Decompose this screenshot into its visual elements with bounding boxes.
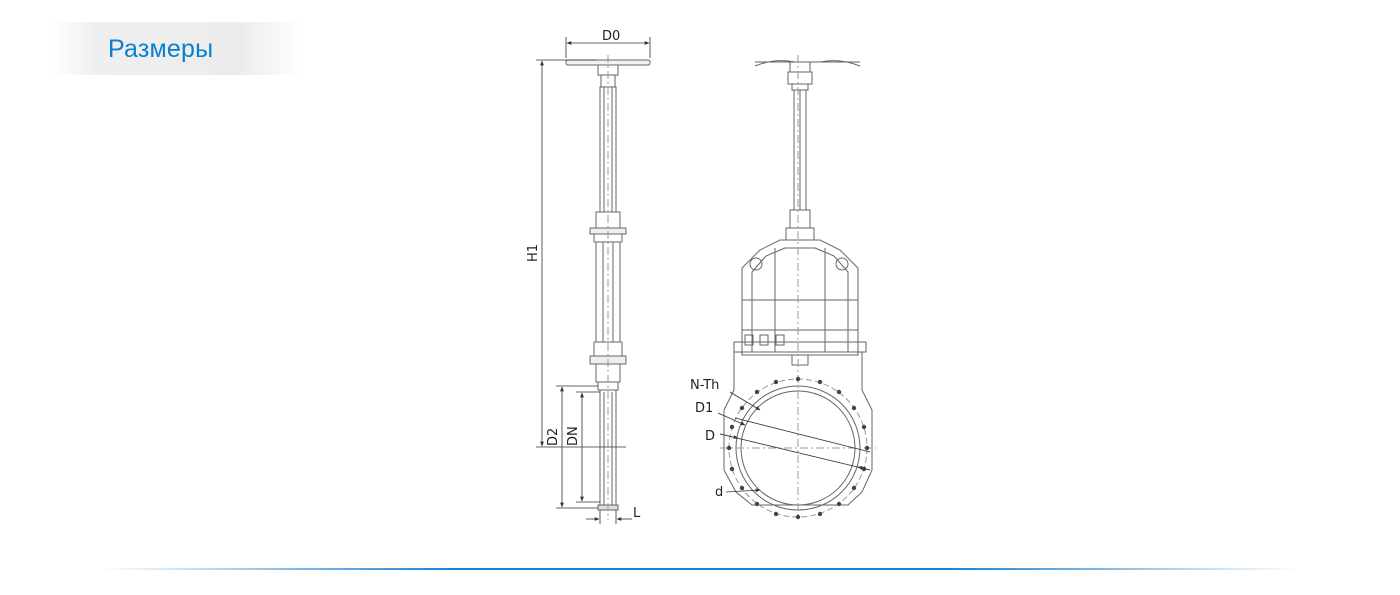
- label-d: D: [705, 429, 715, 444]
- bottom-divider: [100, 568, 1300, 570]
- bolt-holes: [726, 376, 870, 520]
- label-l: L: [633, 506, 641, 521]
- front-view-dimensions: [717, 391, 871, 493]
- label-d0: D0: [602, 29, 620, 44]
- label-dn: DN: [566, 426, 581, 446]
- label-nth: N-Th: [690, 378, 719, 393]
- label-small-d: d: [715, 485, 723, 500]
- label-h1: H1: [526, 244, 541, 262]
- label-d2: D2: [546, 428, 561, 446]
- side-view: [565, 55, 651, 520]
- section-header-band: [50, 22, 305, 75]
- front-view: [720, 55, 876, 518]
- side-view-dimensions: [536, 37, 651, 524]
- label-d1: D1: [695, 401, 713, 416]
- section-title: Размеры: [108, 35, 214, 63]
